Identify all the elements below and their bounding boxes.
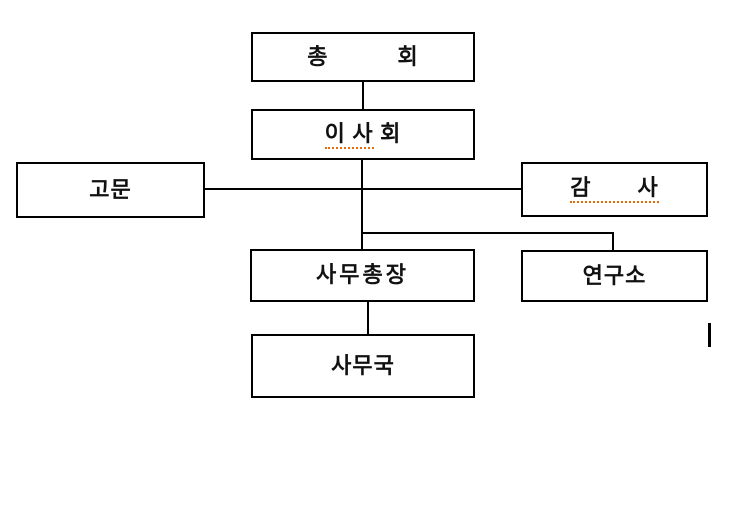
- org-box-board-of-directors[interactable]: 이 사 회: [251, 109, 475, 160]
- board-label-tail: 회: [373, 121, 402, 147]
- general-assembly-label: 총 회: [307, 43, 419, 69]
- board-label-misspelled-part: 이 사: [324, 121, 374, 150]
- secretary-general-label: 사무총장: [316, 262, 409, 288]
- research-institute-label: 연구소: [582, 262, 647, 288]
- secretariat-label: 사무국: [331, 352, 395, 378]
- connector-assembly-board: [362, 82, 364, 109]
- connector-board-secretary-general: [361, 160, 363, 250]
- org-box-advisor[interactable]: 고문: [16, 162, 205, 218]
- text-cursor: [708, 323, 711, 347]
- org-box-auditor[interactable]: 감 사: [521, 162, 708, 217]
- org-box-secretariat[interactable]: 사무국: [251, 334, 475, 398]
- org-box-research-institute[interactable]: 연구소: [521, 250, 708, 302]
- connector-advisor-auditor: [205, 188, 521, 190]
- org-box-general-assembly[interactable]: 총 회: [251, 32, 475, 82]
- connector-research-branch-vertical: [612, 232, 614, 251]
- advisor-label: 고문: [89, 176, 132, 202]
- board-label: 이 사 회: [324, 121, 402, 150]
- connector-secretary-general-secretariat: [367, 302, 369, 334]
- auditor-label: 감 사: [570, 175, 659, 204]
- org-box-secretary-general[interactable]: 사무총장: [250, 249, 475, 302]
- connector-research-branch-horizontal: [362, 232, 614, 234]
